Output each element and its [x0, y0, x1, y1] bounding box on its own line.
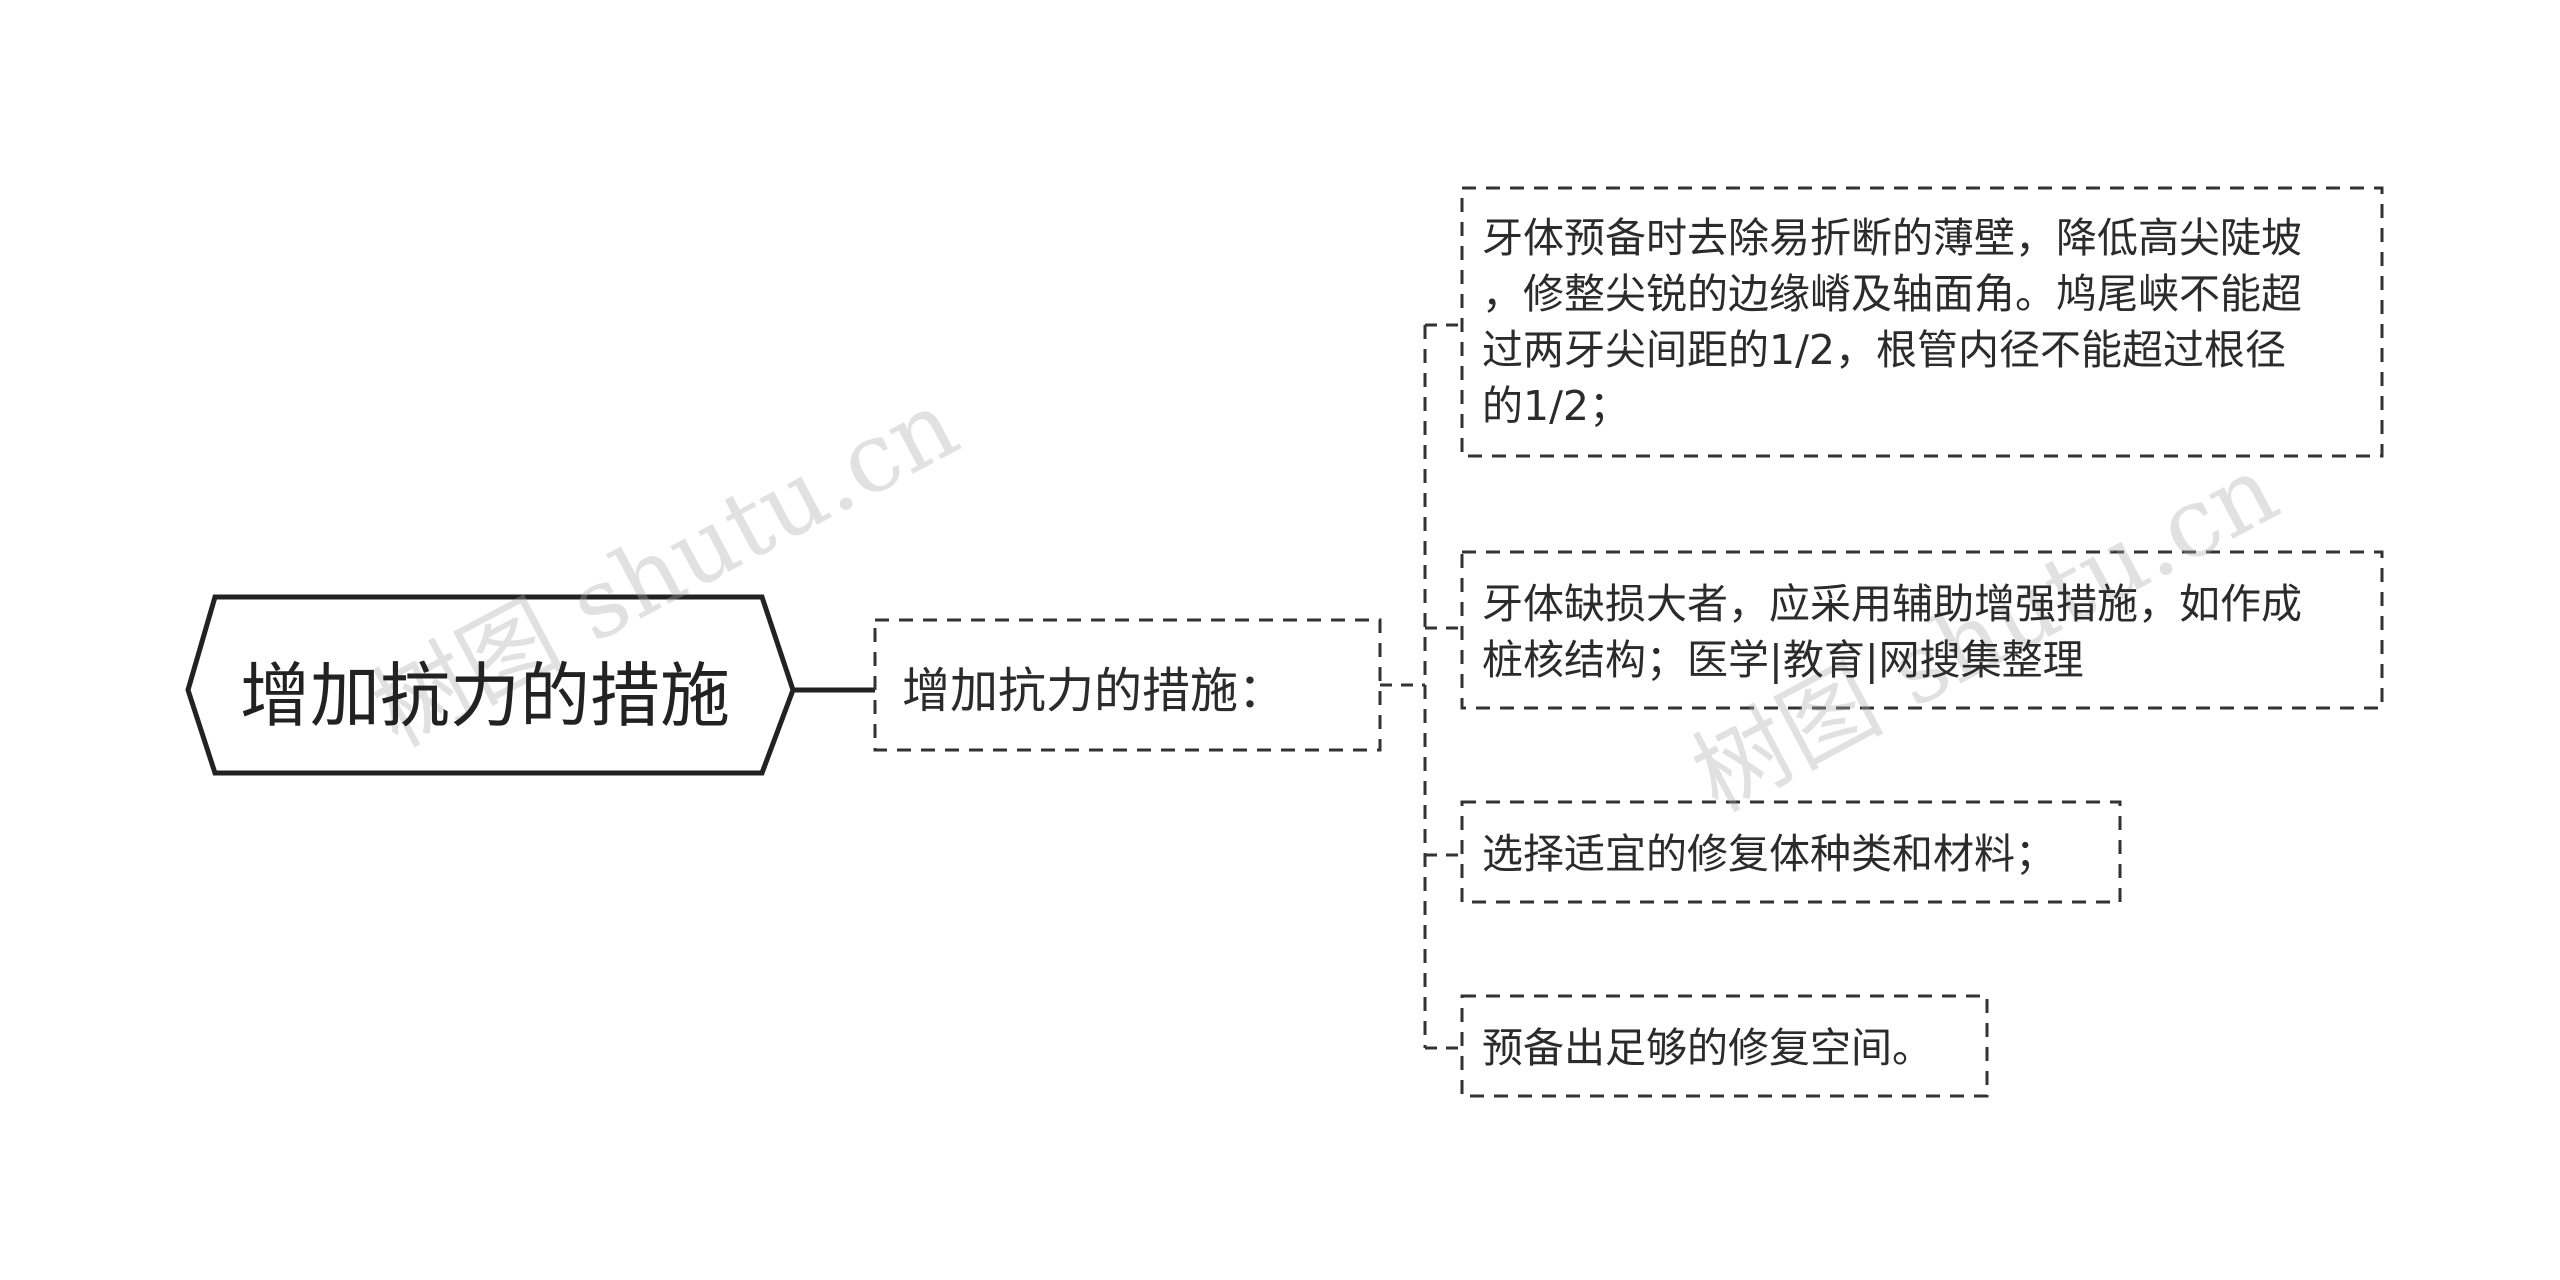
root-node-shape[interactable] — [185, 594, 796, 776]
leaf-3-line-1: 选择适宜的修复体种类和材料； — [1482, 830, 2056, 878]
leaf-4-line-1: 预备出足够的修复空间。 — [1482, 1024, 1933, 1072]
leaf-1-line-2: ，修整尖锐的边缘嵴及轴面角。鸠尾峡不能超 — [1482, 270, 2302, 318]
leaf-node-shape-4[interactable] — [1460, 994, 1989, 1098]
leaf-node-3: 选择适宜的修复体种类和材料； — [1462, 826, 2056, 882]
leaf-node-shape-3[interactable] — [1460, 800, 2122, 904]
leaf-node-shape-1[interactable] — [1460, 186, 2384, 458]
leaf-node-4: 预备出足够的修复空间。 — [1462, 1020, 1933, 1076]
leaf-2-line-1: 牙体缺损大者，应采用辅助增强措施，如作成 — [1482, 580, 2302, 628]
leaf-1-line-1: 牙体预备时去除易折断的薄壁，降低高尖陡坡 — [1482, 214, 2302, 262]
leaf-1-line-4: 的1/2； — [1482, 382, 1630, 430]
leaf-node-shape-2[interactable] — [1460, 550, 2384, 710]
leaf-node-2: 牙体缺损大者，应采用辅助增强措施，如作成 桩核结构；医学|教育|网搜集整理 — [1462, 576, 2302, 688]
leaf-1-line-3: 过两牙尖间距的1/2，根管内径不能超过根径 — [1482, 326, 2286, 374]
leaf-node-1: 牙体预备时去除易折断的薄壁，降低高尖陡坡 ，修整尖锐的边缘嵴及轴面角。鸠尾峡不能… — [1462, 210, 2302, 434]
root-node-label: 增加抗力的措施 — [240, 654, 730, 737]
branch-node-shape[interactable] — [873, 618, 1382, 752]
leaf-2-line-2: 桩核结构；医学|教育|网搜集整理 — [1482, 636, 2084, 684]
branch-node-label: 增加抗力的措施： — [902, 663, 1287, 719]
